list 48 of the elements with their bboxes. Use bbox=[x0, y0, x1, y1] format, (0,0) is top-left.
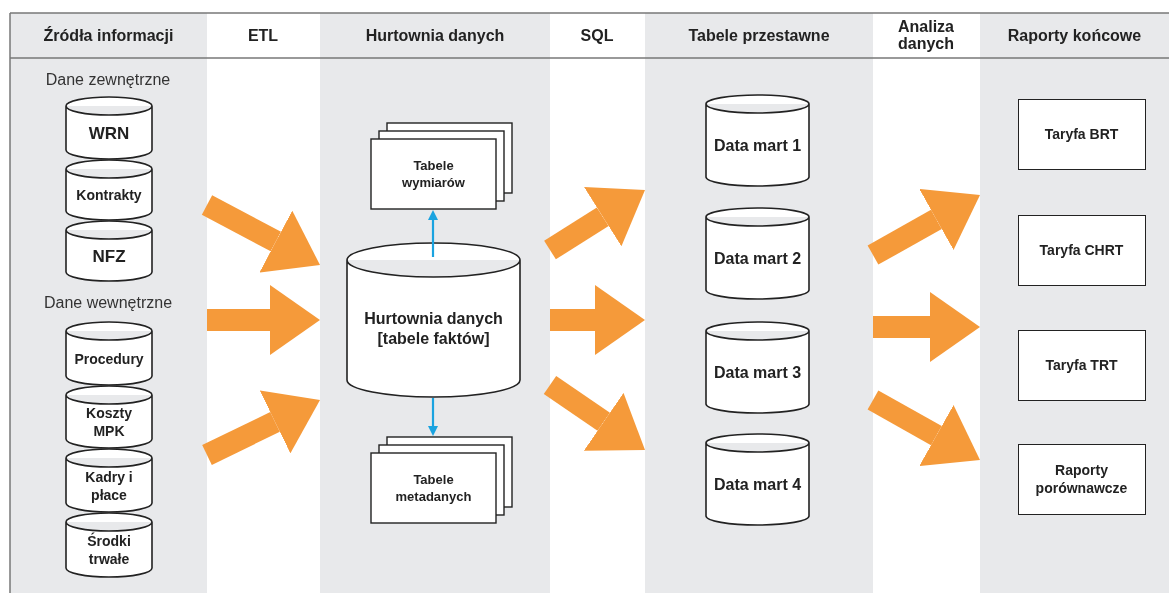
database-cylinder bbox=[346, 243, 521, 398]
database-cylinder bbox=[65, 322, 153, 386]
node-label: Procedury bbox=[74, 349, 144, 368]
column-header: SQL bbox=[579, 26, 615, 44]
column-header: ETL bbox=[246, 26, 280, 44]
report-box bbox=[1018, 444, 1146, 515]
node-label: Tabele wymiarów bbox=[401, 157, 466, 191]
database-cylinder bbox=[65, 221, 153, 282]
database-cylinder bbox=[705, 208, 810, 300]
node-label: Środki trwałe bbox=[86, 532, 132, 568]
node-label: Data mart 2 bbox=[713, 248, 802, 269]
report-box bbox=[1018, 215, 1146, 286]
node-label: NFZ bbox=[92, 245, 126, 267]
database-cylinder bbox=[65, 386, 153, 449]
column-header: Hurtownia danych bbox=[364, 26, 506, 46]
database-cylinder bbox=[65, 449, 153, 513]
database-cylinder bbox=[705, 322, 810, 414]
column-header: Raporty końcowe bbox=[1006, 26, 1143, 46]
stacked-tables bbox=[370, 436, 513, 524]
node-label: Hurtownia danych [tabele faktów] bbox=[363, 309, 504, 349]
node-label: Koszty MPK bbox=[85, 404, 133, 440]
node-label: Data mart 1 bbox=[713, 135, 802, 156]
database-cylinder bbox=[65, 97, 153, 160]
node-label: Kadry i płace bbox=[84, 467, 134, 504]
node-label: Data mart 3 bbox=[713, 362, 802, 383]
stacked-tables bbox=[370, 122, 513, 210]
column-header: Źródła informacji bbox=[42, 25, 175, 46]
database-cylinder bbox=[65, 513, 153, 578]
node-label: Kontrakty bbox=[76, 186, 142, 204]
group-label: Dane wewnętrzne bbox=[43, 294, 173, 312]
node-label: Taryfa TRT bbox=[1045, 356, 1118, 374]
report-box bbox=[1018, 99, 1146, 170]
node-label: Taryfa BRT bbox=[1044, 125, 1119, 143]
swimlane-column bbox=[980, 13, 1169, 593]
node-label: Data mart 4 bbox=[713, 474, 802, 495]
swimlane-column bbox=[320, 13, 550, 593]
swimlane-column bbox=[645, 13, 873, 593]
node-label: WRN bbox=[88, 122, 130, 144]
database-cylinder bbox=[705, 434, 810, 526]
database-cylinder bbox=[705, 95, 810, 187]
report-box bbox=[1018, 330, 1146, 401]
node-label: Tabele metadanych bbox=[394, 471, 473, 505]
column-header: Tabele przestawne bbox=[687, 26, 831, 46]
swimlane-column bbox=[10, 13, 207, 593]
column-header: Analiza danych bbox=[897, 18, 955, 52]
node-label: Raporty porównawcze bbox=[1034, 461, 1129, 497]
database-cylinder bbox=[65, 160, 153, 221]
node-label: Taryfa CHRT bbox=[1039, 241, 1124, 259]
